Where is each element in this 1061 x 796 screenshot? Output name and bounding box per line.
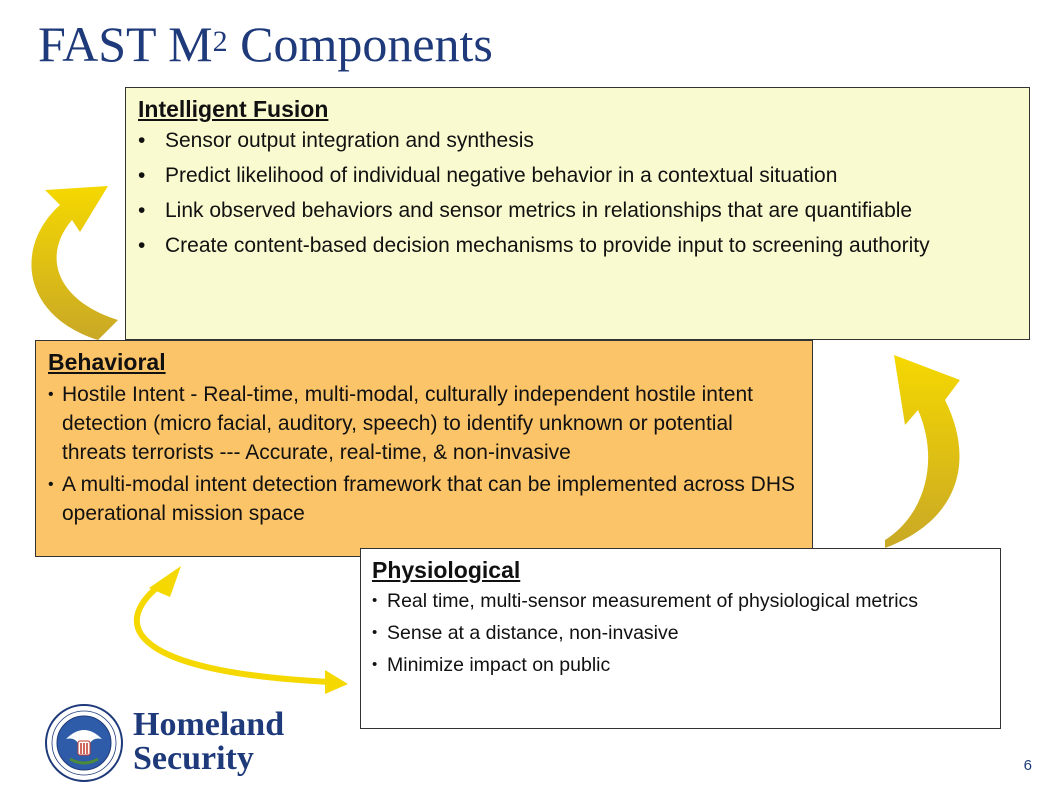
physiological-list: •Real time, multi-sensor measurement of …	[372, 588, 989, 678]
bullet-icon: •	[138, 234, 146, 257]
list-item: •Predict likelihood of individual negati…	[138, 161, 1017, 190]
list-item: •Link observed behaviors and sensor metr…	[138, 196, 1017, 225]
arrowhead-right	[325, 670, 348, 694]
dhs-seal-icon	[45, 704, 123, 782]
list-item: •Minimize impact on public	[372, 654, 611, 676]
arrow-physiological-to-fusion	[885, 355, 960, 548]
behavioral-heading: Behavioral	[48, 349, 166, 375]
page-number: 6	[1023, 757, 1032, 774]
title-rest: Components	[227, 16, 493, 72]
intelligent-fusion-box: Intelligent Fusion •Sensor output integr…	[125, 87, 1030, 340]
fusion-heading: Intelligent Fusion	[138, 96, 329, 122]
list-item: •Sense at a distance, non-invasive	[372, 622, 679, 644]
bullet-icon: •	[372, 656, 378, 673]
bullet-icon: •	[138, 199, 146, 222]
list-item: •Sensor output integration and synthesis	[138, 126, 1017, 155]
arrow-behavioral-physiological	[133, 582, 331, 685]
bullet-icon: •	[48, 386, 54, 403]
org-line-1: Homeland	[133, 706, 285, 743]
list-item: •A multi-modal intent detection framewor…	[48, 470, 800, 528]
arrow-behavioral-to-fusion	[31, 186, 118, 340]
title-main: FAST M	[38, 16, 213, 72]
bullet-icon: •	[372, 592, 378, 609]
list-item: •Hostile Intent - Real-time, multi-modal…	[48, 380, 800, 467]
org-wordmark: Homeland Security	[133, 708, 284, 776]
slide-title: FAST M2 Components	[38, 14, 493, 74]
title-superscript: 2	[212, 25, 228, 58]
behavioral-list: •Hostile Intent - Real-time, multi-modal…	[48, 380, 800, 528]
org-line-2: Security	[133, 740, 254, 777]
bullet-icon: •	[138, 164, 146, 187]
fusion-list: •Sensor output integration and synthesis…	[138, 126, 1017, 260]
bullet-icon: •	[372, 624, 378, 641]
physiological-heading: Physiological	[372, 557, 521, 583]
bullet-icon: •	[48, 476, 54, 493]
arrowhead-up	[149, 566, 181, 597]
bullet-icon: •	[138, 129, 146, 152]
behavioral-box: Behavioral •Hostile Intent - Real-time, …	[35, 340, 813, 557]
list-item: •Real time, multi-sensor measurement of …	[372, 590, 919, 612]
list-item: •Create content-based decision mechanism…	[138, 231, 1017, 260]
physiological-box: Physiological •Real time, multi-sensor m…	[360, 548, 1001, 729]
